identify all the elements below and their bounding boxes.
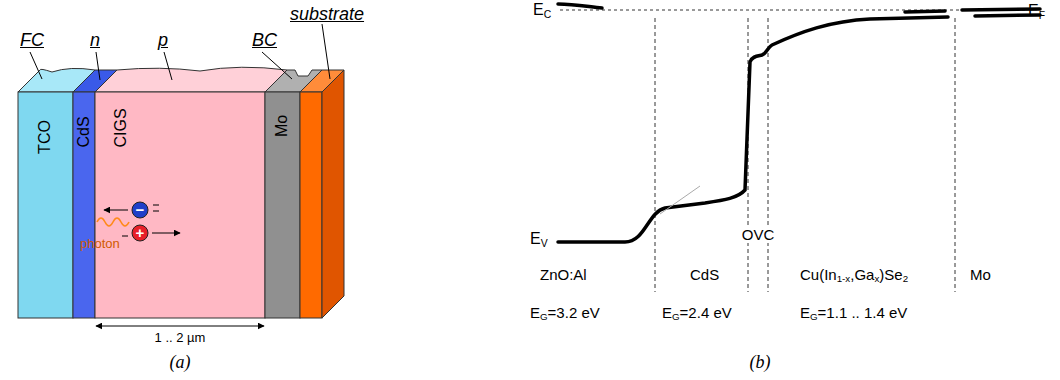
layer-name: Mo	[274, 115, 290, 137]
photon-label: photon	[80, 237, 120, 252]
layer-face: TCO	[18, 92, 73, 318]
hole-arrow	[152, 233, 180, 234]
material-label: ZnO:Al	[540, 266, 587, 283]
layer-label: p	[158, 30, 168, 51]
contact-label: FC	[20, 30, 44, 51]
tangent-line	[660, 186, 700, 214]
carrier-circle: +	[131, 224, 149, 242]
carrier-circle: −	[131, 201, 149, 219]
bandgap-label: EG=2.4 eV	[662, 304, 732, 321]
layer-label: n	[90, 30, 100, 51]
layer-face: CdS	[73, 92, 95, 318]
dimension-arrow	[96, 326, 264, 327]
leader-lines	[30, 24, 330, 80]
material-label: CdS	[690, 266, 719, 283]
band-label: EC	[533, 1, 551, 19]
layer-face: CIGS − +	[95, 92, 265, 318]
cell-slab	[18, 67, 344, 318]
layer-face: Mo	[265, 92, 300, 318]
band-edges	[558, 4, 1040, 242]
band-label: EV	[530, 230, 548, 248]
region-dividers	[655, 18, 955, 292]
bandgap-label: EG=1.1 .. 1.4 eV	[800, 304, 907, 321]
photon-wave	[97, 218, 129, 226]
material-label: Mo	[970, 266, 991, 283]
panel-label: (b)	[750, 352, 771, 373]
band-label: EF	[1028, 2, 1045, 20]
layer-label: substrate	[290, 4, 364, 25]
dimension-label: 1 .. 2 µm	[155, 331, 206, 346]
contact-label: BC	[252, 30, 277, 51]
charge-sign: +	[136, 225, 145, 240]
layer-name: CdS	[76, 116, 92, 147]
layer-name: TCO	[37, 120, 53, 154]
fermi-level	[560, 10, 1025, 11]
bandgap-label: EG=3.2 eV	[530, 304, 600, 321]
panel-label: (a)	[170, 352, 191, 373]
electron-arrow	[104, 210, 128, 211]
material-label: Cu(In1-x,Gax)Se2	[800, 266, 908, 283]
charge-sign: −	[136, 202, 145, 217]
layer-name: CIGS	[113, 108, 129, 147]
region-label: OVC	[740, 226, 777, 243]
